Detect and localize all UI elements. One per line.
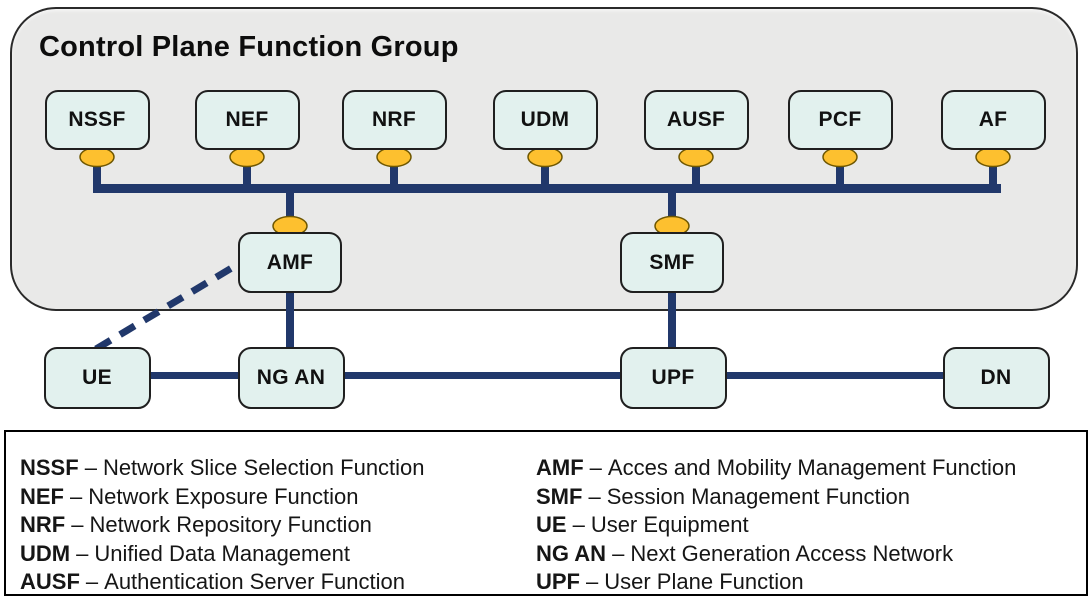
port-connector-top-3	[527, 146, 563, 168]
legend-separator: –	[84, 455, 97, 480]
node-nef: NEF	[194, 90, 300, 150]
connector-vertical-1	[668, 292, 676, 347]
legend-description: Acces and Mobility Management Function	[607, 455, 1017, 480]
connector-stub-top-3	[541, 150, 549, 186]
node-pcf: PCF	[787, 90, 893, 150]
legend-abbr: AMF	[536, 455, 584, 480]
connector-vertical-0	[286, 292, 294, 347]
connector-stub-top-6	[989, 150, 997, 186]
node-ng-an: NG AN	[237, 347, 345, 409]
connector-stub-middle-1	[668, 189, 676, 232]
node-nrf: NRF	[341, 90, 447, 150]
legend-column-right: AMF–Acces and Mobility Management Functi…	[536, 454, 1016, 597]
legend-separator: –	[588, 483, 601, 509]
legend-separator: –	[572, 512, 585, 537]
node-ue: UE	[43, 347, 151, 409]
connector-stub-top-4	[692, 150, 700, 186]
connector-stub-middle-0	[286, 189, 294, 232]
legend-separator: –	[589, 455, 602, 480]
node-nssf: NSSF	[44, 90, 150, 150]
control-plane-bus	[93, 184, 1001, 193]
legend-description: Unified Data Management	[94, 540, 350, 566]
legend-description: User Plane Function	[604, 569, 804, 594]
node-upf: UPF	[619, 347, 727, 409]
legend-separator: –	[85, 569, 99, 594]
legend-abbr: NSSF	[20, 455, 79, 480]
connector-stub-top-5	[836, 150, 844, 186]
legend-item-upf: UPF–User Plane Function	[536, 568, 1016, 597]
connector-stub-top-2	[390, 150, 398, 186]
legend-separator: –	[586, 569, 599, 594]
legend-item-nssf: NSSF–Network Slice Selection Function	[20, 454, 425, 483]
legend-abbr: UDM	[20, 540, 71, 566]
legend-description: Session Management Function	[606, 483, 910, 509]
legend-item-udm: UDM–Unified Data Management	[20, 540, 425, 569]
legend-abbr: NEF	[20, 483, 64, 509]
connector-stub-top-0	[93, 150, 101, 186]
legend-separator: –	[612, 540, 625, 566]
legend-abbr: UPF	[536, 569, 580, 594]
legend-item-smf: SMF–Session Management Function	[536, 483, 1016, 512]
legend-abbr: AUSF	[20, 569, 80, 594]
legend-item-nrf: NRF–Network Repository Function	[20, 511, 425, 540]
node-amf: AMF	[238, 232, 342, 293]
legend-abbr: NRF	[20, 512, 66, 537]
legend-item-ue: UE–User Equipment	[536, 511, 1016, 540]
port-connector-top-1	[229, 146, 265, 168]
connector-stub-top-1	[243, 150, 251, 186]
legend-description: User Equipment	[590, 512, 749, 537]
legend-item-amf: AMF–Acces and Mobility Management Functi…	[536, 454, 1016, 483]
legend-item-ng-an: NG AN–Next Generation Access Network	[536, 540, 1016, 569]
legend-separator: –	[71, 512, 84, 537]
legend-description: Authentication Server Function	[104, 569, 405, 594]
link-ue-ngan	[150, 372, 238, 379]
ue-amf-dashed-link	[94, 259, 242, 353]
port-connector-top-5	[822, 146, 858, 168]
node-dn: DN	[942, 347, 1050, 409]
legend-description: Next Generation Access Network	[630, 540, 954, 566]
legend-abbr: SMF	[536, 483, 583, 509]
port-connector-top-2	[376, 146, 412, 168]
legend-abbr: NG AN	[536, 540, 607, 566]
legend-abbr: UE	[536, 512, 567, 537]
legend-description: Network Exposure Function	[88, 483, 359, 509]
link-upf-dn	[726, 372, 943, 379]
node-ausf: AUSF	[643, 90, 749, 150]
node-smf: SMF	[620, 232, 724, 293]
legend-description: Network Slice Selection Function	[102, 455, 425, 480]
node-af: AF	[940, 90, 1046, 150]
node-udm: UDM	[492, 90, 598, 150]
port-connector-top-6	[975, 146, 1011, 168]
legend-separator: –	[76, 540, 89, 566]
legend-description: Network Repository Function	[89, 512, 372, 537]
group-title: Control Plane Function Group	[39, 31, 459, 63]
port-connector-top-0	[79, 146, 115, 168]
legend-separator: –	[70, 483, 83, 509]
link-ngan-upf	[344, 372, 620, 379]
legend-item-nef: NEF–Network Exposure Function	[20, 483, 425, 512]
legend-item-ausf: AUSF–Authentication Server Function	[20, 568, 425, 597]
port-connector-top-4	[678, 146, 714, 168]
